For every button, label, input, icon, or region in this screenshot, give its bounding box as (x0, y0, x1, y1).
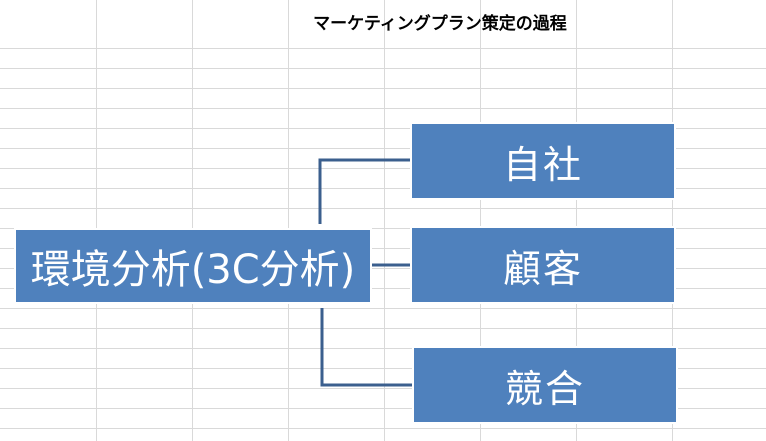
page-title: マーケティングプラン策定の過程 (313, 14, 567, 34)
diagram-node-jisha[interactable]: 自社 (410, 122, 676, 200)
diagram-node-kyougou[interactable]: 競合 (412, 346, 678, 424)
diagram-node-root[interactable]: 環境分析(3C分析) (14, 228, 372, 304)
diagram-node-kokyaku[interactable]: 顧客 (410, 226, 676, 304)
connector-root-to-jisha (318, 158, 410, 224)
connector-root-to-kyougou (320, 308, 412, 387)
